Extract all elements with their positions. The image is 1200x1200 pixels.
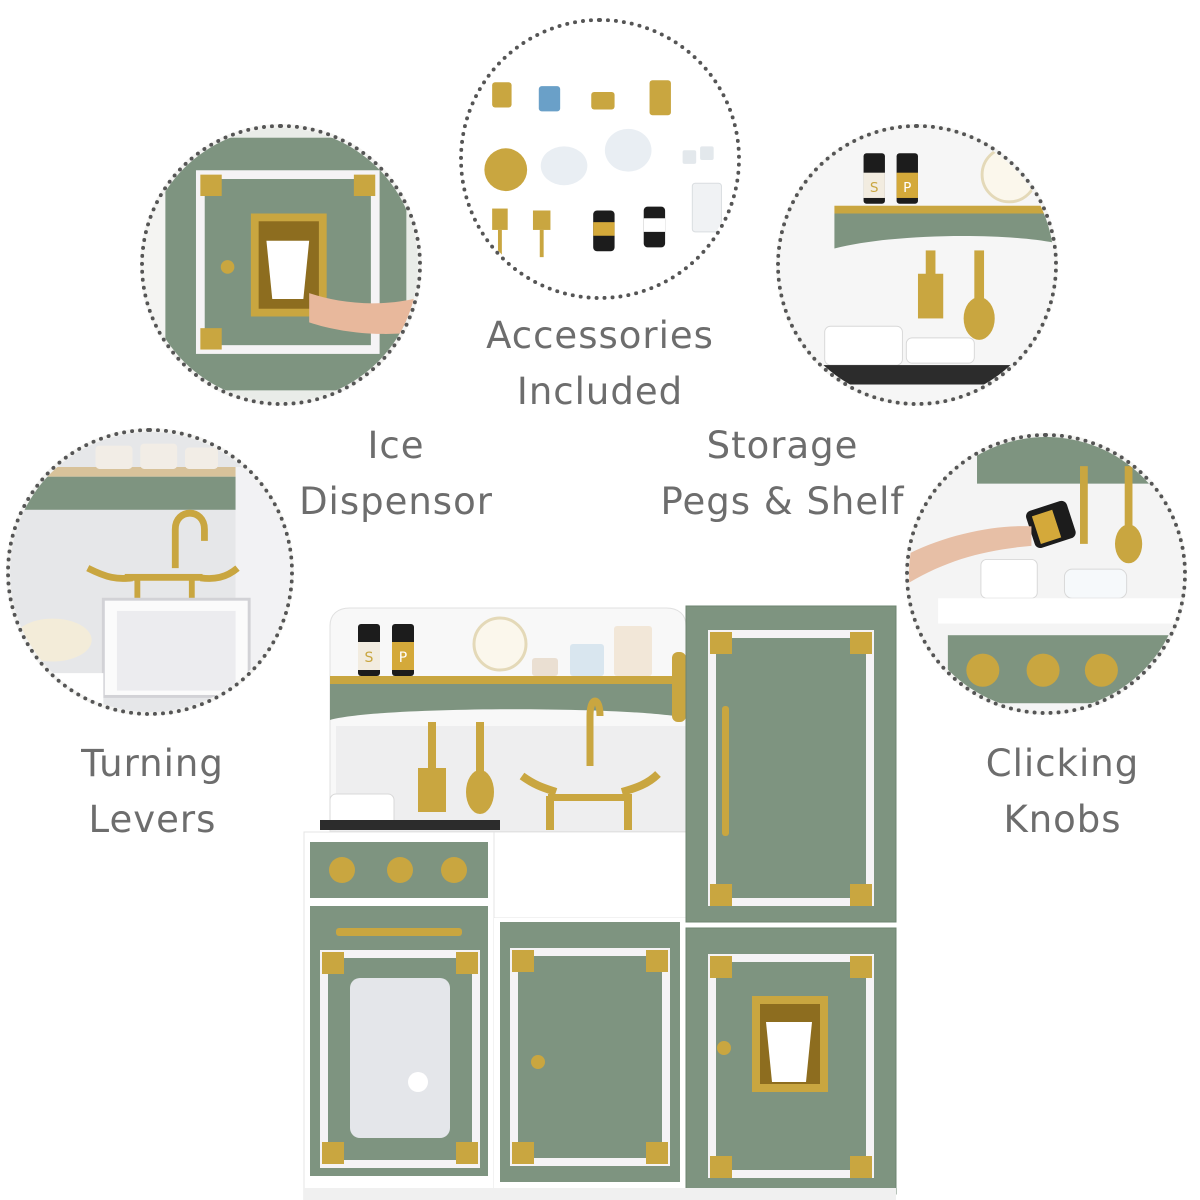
play-kitchen-graphic: S P [303,605,897,1200]
accessories-set-icon [463,22,737,296]
stove-knobs-icon [909,437,1183,711]
svg-text:P: P [399,650,407,666]
ice-dispenser-circle [140,124,422,406]
svg-text:S: S [365,650,374,666]
label-ice-dispenser: Ice Dispensor [299,424,493,523]
label-accessories: Accessories Included [486,314,714,413]
play-kitchen-illustration: S P [300,596,900,1200]
ice-dispenser-icon [144,128,418,402]
sink-faucet-icon [10,432,290,712]
label-storage: Storage Pegs & Shelf [660,424,905,523]
storage-shelf-icon: S P [780,128,1054,402]
sink-levers-circle [6,428,294,716]
accessories-circle [459,18,741,300]
svg-text:P: P [903,180,911,196]
storage-shelf-circle: S P [776,124,1058,406]
svg-text:S: S [870,180,879,196]
stove-knobs-circle [905,433,1187,715]
label-turning-levers: Turning Levers [81,742,224,841]
label-clicking-knobs: Clicking Knobs [985,742,1140,841]
